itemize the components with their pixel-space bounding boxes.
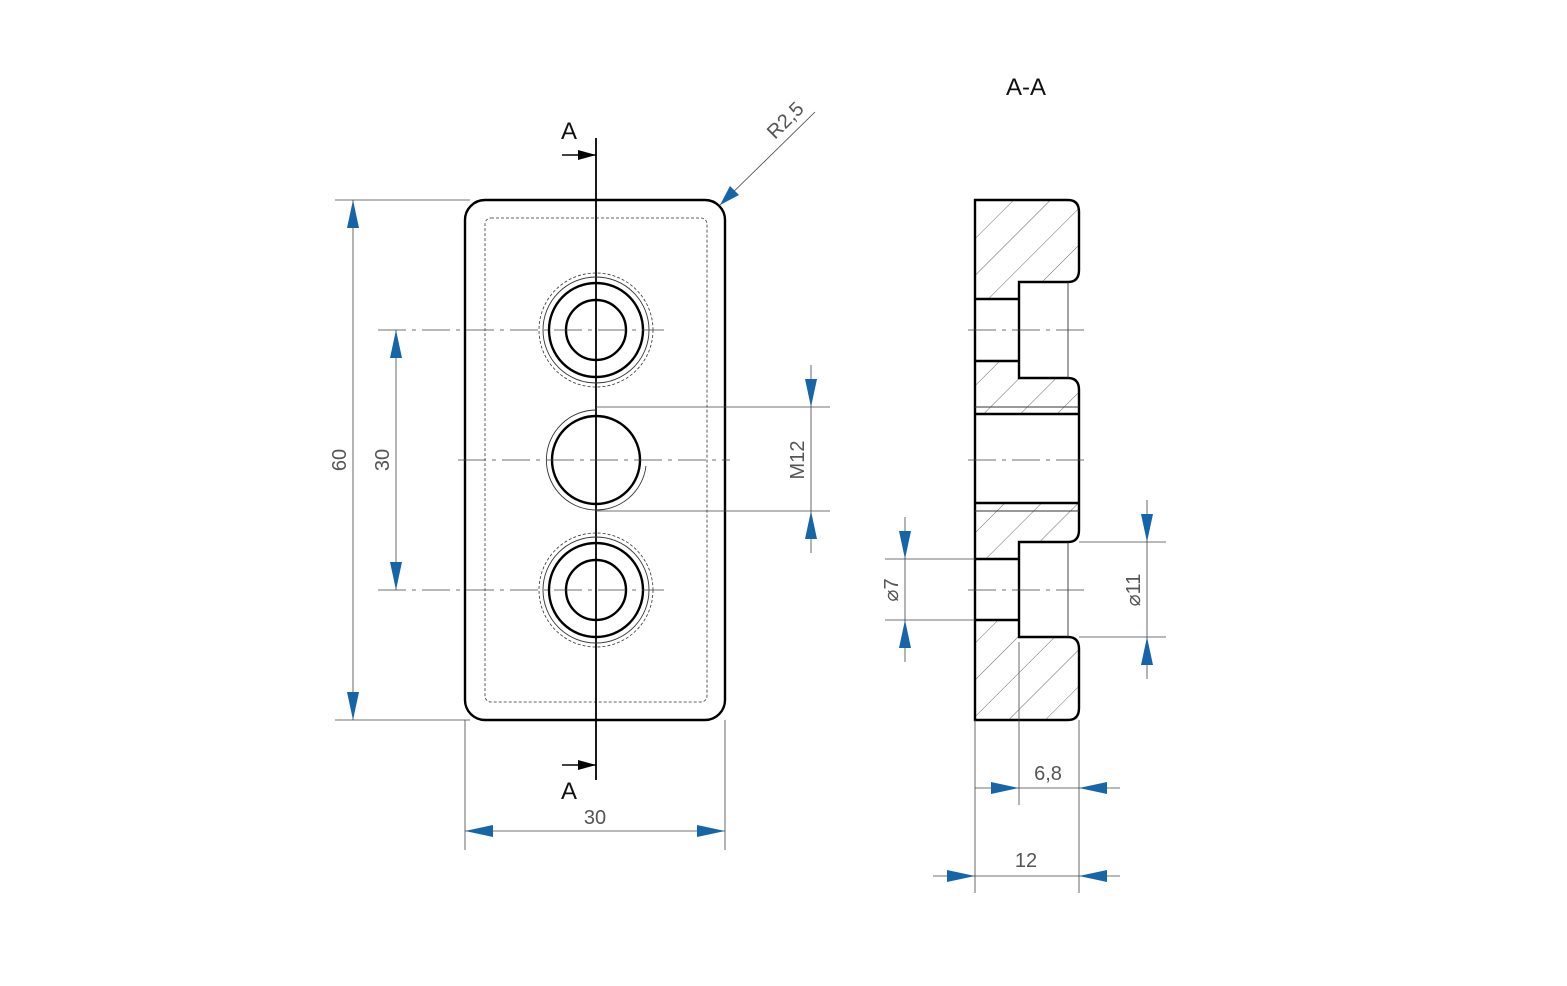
section-view: A-A ⌀7 bbox=[881, 74, 1166, 893]
bore-small-label: 7 bbox=[881, 578, 903, 589]
hatch-region-mid-lower bbox=[975, 503, 1079, 559]
height-dimension: 60 bbox=[329, 199, 470, 721]
svg-text:⌀11: ⌀11 bbox=[1123, 574, 1145, 607]
diameter-symbol-2: ⌀ bbox=[1123, 594, 1145, 606]
counterbore-hole-bottom bbox=[378, 532, 664, 648]
section-outline bbox=[973, 198, 1081, 722]
hole-pitch-dimension: 30 bbox=[372, 330, 402, 590]
svg-text:60: 60 bbox=[329, 449, 351, 471]
svg-text:6,8: 6,8 bbox=[1034, 763, 1062, 785]
bore-small-dimension: ⌀7 bbox=[881, 517, 975, 662]
bore-large-label: 11 bbox=[1123, 574, 1145, 595]
section-title: A-A bbox=[1006, 74, 1046, 101]
svg-text:30: 30 bbox=[372, 449, 394, 471]
threaded-hole-m12 bbox=[458, 409, 730, 511]
hatch-region-mid-upper bbox=[975, 361, 1079, 414]
hatch-region-bottom bbox=[975, 620, 1079, 720]
section-arrowhead-bottom bbox=[578, 760, 596, 770]
svg-text:30: 30 bbox=[584, 807, 606, 829]
svg-text:⌀7: ⌀7 bbox=[881, 578, 903, 601]
hatch-region-top bbox=[975, 200, 1079, 299]
front-view: A A R2,5 bbox=[329, 98, 830, 850]
counterbore-hole-top bbox=[378, 272, 664, 388]
svg-text:R2,5: R2,5 bbox=[763, 98, 808, 143]
svg-text:12: 12 bbox=[1015, 850, 1037, 872]
section-mark-top: A bbox=[561, 118, 577, 145]
thread-dimension: M12 bbox=[596, 365, 830, 553]
bore-large-dimension: ⌀11 bbox=[1079, 500, 1166, 679]
thickness-dimension: 12 bbox=[933, 850, 1120, 882]
section-mark-bottom: A bbox=[561, 778, 577, 805]
depth-dimension: 6,8 bbox=[974, 642, 1120, 893]
diameter-symbol: ⌀ bbox=[881, 590, 903, 602]
radius-dimension: R2,5 bbox=[719, 98, 816, 206]
width-dimension: 30 bbox=[464, 720, 726, 850]
svg-text:M12: M12 bbox=[787, 441, 809, 480]
section-arrowhead-top bbox=[578, 150, 596, 160]
